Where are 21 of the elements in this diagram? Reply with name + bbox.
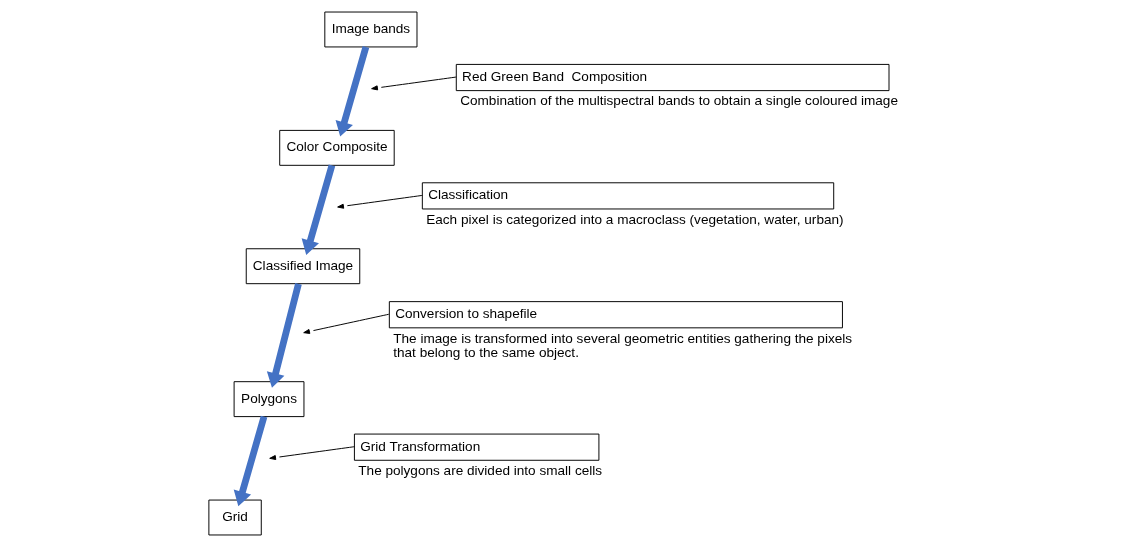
node-box: Grid Transformation: [353, 433, 599, 461]
arrow: [301, 164, 335, 255]
node-box: Polygons: [233, 381, 304, 418]
node-label: Each pixel is categorized into a macroclass (vegetation, water, urban): [425, 211, 844, 227]
node-box: Red Green Band Composition: [455, 63, 889, 92]
arrow: [302, 313, 389, 334]
node-label: The image is transformed into several geometric entities gathering the pixels that belong to the same object.: [392, 330, 852, 361]
node-box: Classified Image: [245, 248, 360, 285]
node-box: Conversion to shapefile: [388, 301, 843, 329]
arrow: [336, 194, 423, 209]
node-box: Grid: [207, 499, 262, 536]
arrow: [266, 283, 302, 388]
node-box: Classification: [421, 182, 834, 210]
node-label: The polygons are divided into small cells: [357, 463, 602, 479]
node-box: Image bands: [323, 11, 417, 48]
arrow: [233, 415, 267, 507]
arrow: [370, 76, 457, 91]
arrow: [335, 46, 369, 137]
arrow: [268, 446, 355, 461]
node-label: Combination of the multispectral bands to obtain a single coloured image: [459, 93, 898, 109]
node-box: Color Composite: [278, 129, 395, 166]
